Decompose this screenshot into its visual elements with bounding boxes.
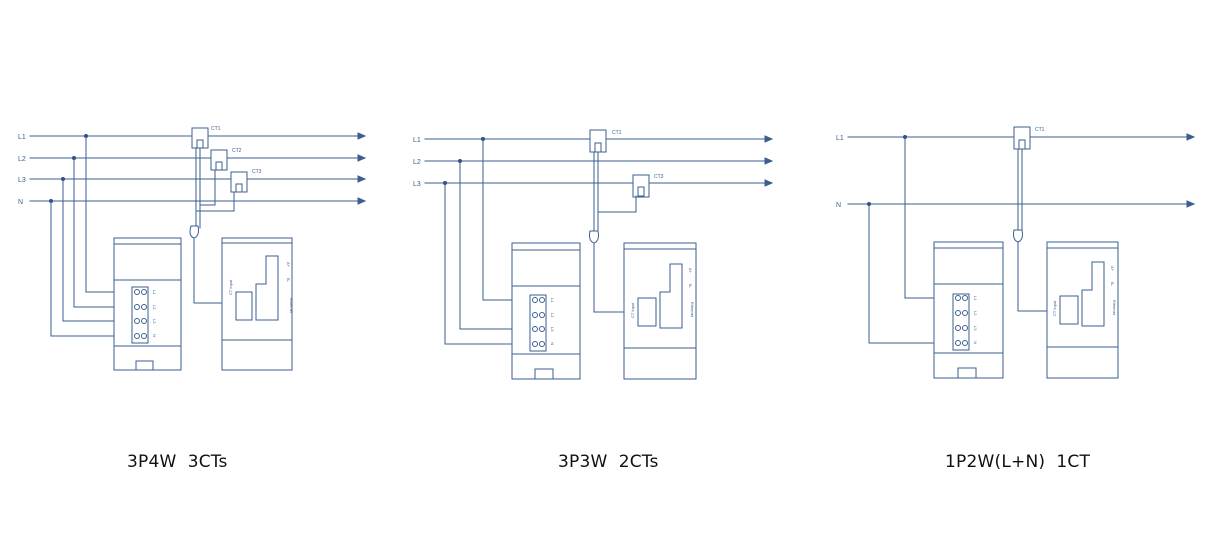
diagram-3p4w: L1 L2 L3 N CT1: [18, 126, 367, 371]
ct-leads: [1013, 148, 1048, 312]
module-label: CT Input: [1052, 300, 1057, 316]
line-label: L3: [18, 177, 26, 184]
ct-input-module: CT Input Ethernet A+ B-: [623, 242, 697, 380]
terminal-label: L2: [550, 313, 555, 318]
terminal-label: L2: [973, 311, 978, 316]
ct-leads: [589, 151, 637, 313]
ct-sensor: CT1: [1013, 126, 1045, 150]
terminal-label: L1: [973, 296, 978, 301]
module-label: A+: [1110, 266, 1115, 272]
terminal-label: L3: [152, 319, 157, 324]
ct-sensor: CT3: [632, 174, 664, 198]
module-label: Ethernet: [289, 298, 294, 314]
ct-label: CT2: [232, 148, 242, 154]
terminal-label: N: [973, 341, 978, 344]
diagram-caption: 1P2W(L+N) 1CT: [945, 452, 1091, 472]
line-label: L3: [413, 181, 421, 188]
module-label: B-: [1110, 282, 1115, 287]
ct-input-module: CT Input Ethernet A+ B-: [1046, 241, 1119, 379]
terminal-label: L1: [152, 290, 157, 295]
ct-sensor: CT3: [230, 169, 262, 193]
diagram-caption: 3P4W 3CTs: [127, 452, 228, 472]
terminal-label: L3: [973, 326, 978, 331]
ct-leads: [189, 147, 235, 304]
diagram-3p3w: L1 L2 L3 CT1 CT3: [413, 129, 774, 380]
line-label: L1: [836, 135, 844, 142]
terminal-label: N: [152, 334, 157, 337]
voltage-taps: [50, 135, 133, 337]
terminal-label: L1: [550, 298, 555, 303]
line-label: L1: [413, 137, 421, 144]
ct-label: CT1: [612, 130, 622, 136]
line-label: N: [836, 202, 841, 209]
module-label: A+: [286, 262, 291, 268]
junction-dots: [867, 135, 907, 206]
ct-sensor: CT1: [589, 129, 622, 153]
ct-input-module: CT Input Ethernet A+ B-: [221, 237, 294, 371]
module-label: A+: [688, 268, 693, 274]
line-label: N: [18, 199, 23, 206]
power-meter: L1 L2 L3 N: [511, 242, 581, 380]
ct-label: CT1: [1035, 127, 1045, 133]
ct-label: CT3: [654, 174, 664, 180]
module-label: CT Input: [228, 279, 233, 295]
module-label: B-: [688, 284, 693, 289]
junction-dots: [49, 134, 88, 203]
diagram-1p2w: L1 N CT1: [836, 126, 1196, 379]
line-label: L1: [18, 134, 26, 141]
module-label: Ethernet: [690, 302, 695, 318]
line-label: L2: [413, 159, 421, 166]
bus-lines: [29, 132, 367, 205]
ct-sensor: CT2: [210, 148, 242, 171]
module-label: B-: [286, 278, 291, 283]
diagram-caption: 3P3W 2CTs: [558, 452, 659, 472]
terminal-label: N: [550, 342, 555, 345]
module-label: CT Input: [630, 302, 635, 318]
power-meter: L1 L2 L3 N: [113, 237, 182, 371]
ct-sensor: CT1: [191, 126, 221, 149]
terminal-label: L2: [152, 305, 157, 310]
module-label: Ethernet: [1112, 300, 1117, 316]
terminal-label: L3: [550, 327, 555, 332]
line-label: L2: [18, 156, 26, 163]
ct-label: CT1: [211, 126, 221, 132]
ct-label: CT3: [252, 169, 262, 175]
power-meter: L1 L2 L3 N: [933, 241, 1004, 379]
